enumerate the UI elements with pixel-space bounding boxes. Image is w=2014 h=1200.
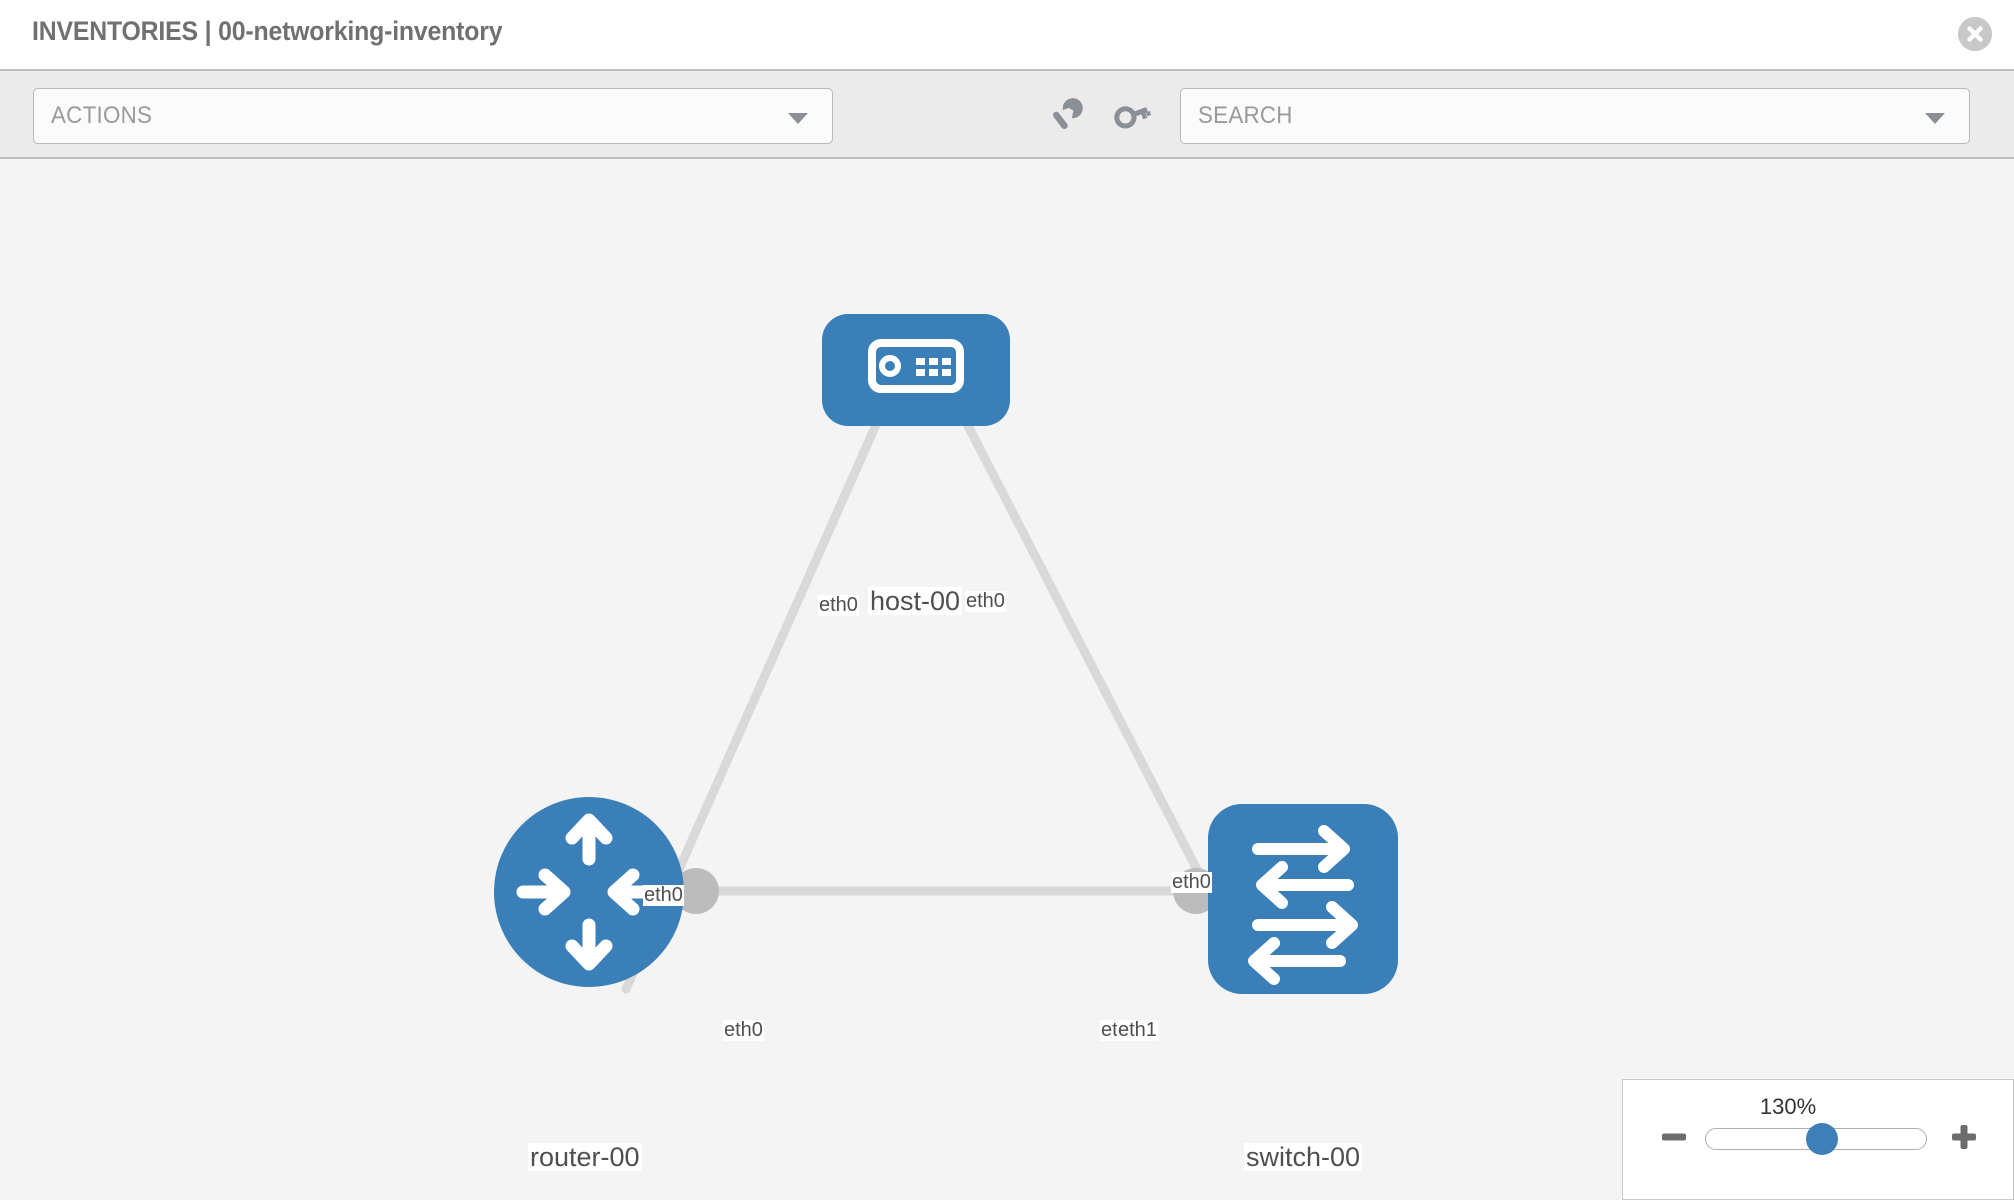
chevron-down-icon[interactable] [1925,113,1945,124]
chevron-down-icon [788,113,808,124]
iface-label-host-eth0-left: eth0 [818,594,859,616]
node-router-00[interactable] [494,797,684,987]
iface-label-router-eth0-up: eth0 [643,884,684,906]
page-header: INVENTORIES | 00-networking-inventory [0,0,2014,69]
actions-dropdown[interactable]: ACTIONS [33,88,833,144]
close-icon[interactable] [1958,17,1992,51]
key-icon[interactable] [1110,93,1154,137]
minus-icon[interactable] [1659,1122,1689,1152]
page-title: INVENTORIES | 00-networking-inventory [32,16,503,46]
wrench-icon[interactable] [1042,93,1086,137]
iface-label-host-eth0-right: eth0 [965,590,1006,612]
iface-label-switch-eth0-up: eth0 [1171,871,1212,893]
zoom-level-label: 130% [1759,1094,1817,1119]
node-label-host-00: host-00 [868,586,963,616]
topology-canvas[interactable]: eth0 eth0 eth0 eth0 eth0 eth0 eth1 host-… [0,159,2014,1200]
iface-label-router-eth0-mid: eth0 [723,1019,764,1041]
iface-label-switch-eth1-mid: eth1 [1117,1019,1158,1041]
search-input[interactable]: SEARCH [1180,88,1970,144]
link-endpoints [673,354,1256,970]
node-label-router-00: router-00 [528,1142,642,1172]
node-label-switch-00: switch-00 [1244,1142,1363,1172]
zoom-slider-thumb[interactable] [1806,1123,1838,1155]
link-host-switch [945,386,1243,954]
search-placeholder: SEARCH [1198,102,1293,129]
endpoint-router-right [673,868,719,914]
node-switch-00[interactable] [1208,804,1398,994]
toolbar: ACTIONS SEARCH [0,69,2014,159]
zoom-control-panel: 130% [1622,1079,2014,1200]
plus-icon[interactable] [1949,1122,1979,1152]
topology-graph [494,314,1398,994]
actions-dropdown-label: ACTIONS [51,102,153,129]
node-host-00[interactable] [822,314,1010,426]
